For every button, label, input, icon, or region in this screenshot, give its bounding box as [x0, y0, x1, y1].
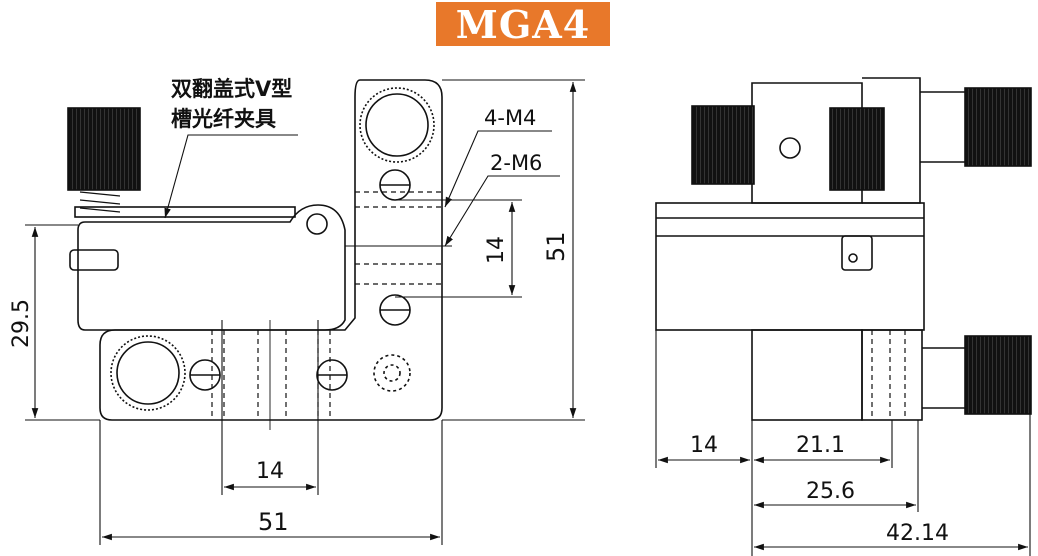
- cover-plate: [74, 206, 296, 218]
- side-latch: [841, 235, 873, 271]
- page-title: MGA4: [455, 1, 591, 47]
- dim-left-height-label: 29.5: [9, 299, 34, 348]
- dim-height-label: 51: [542, 231, 570, 262]
- side-knob-left: [691, 105, 755, 185]
- front-view: [67, 79, 452, 430]
- latch: [69, 249, 119, 271]
- flip-cover: [77, 204, 346, 331]
- hole-label-m4: 4-M4: [484, 106, 536, 130]
- dim-hole-spacing-h-label: 14: [256, 459, 284, 484]
- callout-line-2: 槽光纤夹具: [171, 107, 276, 131]
- side-lower-right: [861, 329, 923, 421]
- dim-hole-spacing-v-label: 14: [484, 236, 509, 264]
- title-badge: MGA4: [436, 1, 610, 47]
- knurled-knob-left: [67, 107, 141, 191]
- adjuster-top: [359, 87, 435, 163]
- side-lower-block: [751, 329, 863, 421]
- front-dimensions: [25, 79, 585, 545]
- side-adjuster-top-shaft: [920, 91, 967, 163]
- front-body-outline: [99, 79, 443, 421]
- side-dimensions: [655, 330, 1031, 556]
- side-hole: [779, 137, 801, 159]
- cover-pivot-hole: [306, 213, 328, 235]
- side-adjuster-bottom-shaft: [922, 347, 967, 409]
- side-dim-a-label: 14: [690, 433, 718, 458]
- side-dim-b-label: 21.1: [796, 433, 845, 458]
- side-base-block: [655, 202, 925, 331]
- adjuster-bottom: [110, 335, 186, 411]
- side-dim-d-label: 42.14: [886, 521, 949, 546]
- m6-hole: [373, 354, 411, 392]
- side-knob-center: [829, 107, 885, 191]
- side-adjuster-top-knob: [964, 87, 1032, 167]
- side-upper-right: [862, 77, 921, 204]
- side-dim-c-label: 25.6: [806, 479, 855, 504]
- callout-line-1: 双翻盖式V型: [171, 77, 292, 101]
- dim-width-label: 51: [258, 508, 289, 536]
- side-adjuster-bottom-knob: [964, 335, 1032, 415]
- side-view: [655, 77, 1032, 421]
- hole-label-m6: 2-M6: [490, 151, 542, 175]
